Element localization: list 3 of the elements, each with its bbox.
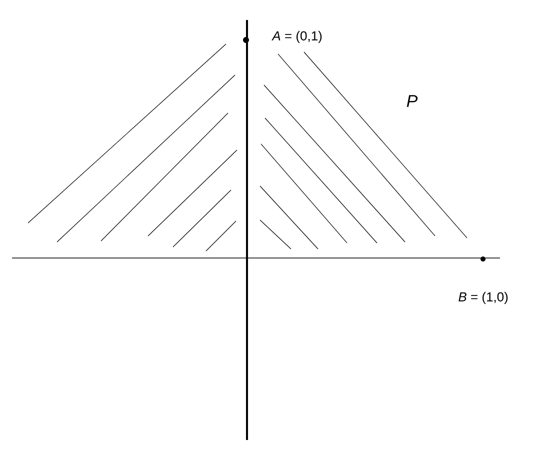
point-label: B = (1,0) xyxy=(458,292,508,304)
point-label: A = (0,1) xyxy=(272,30,322,44)
point-label: P xyxy=(406,95,418,107)
